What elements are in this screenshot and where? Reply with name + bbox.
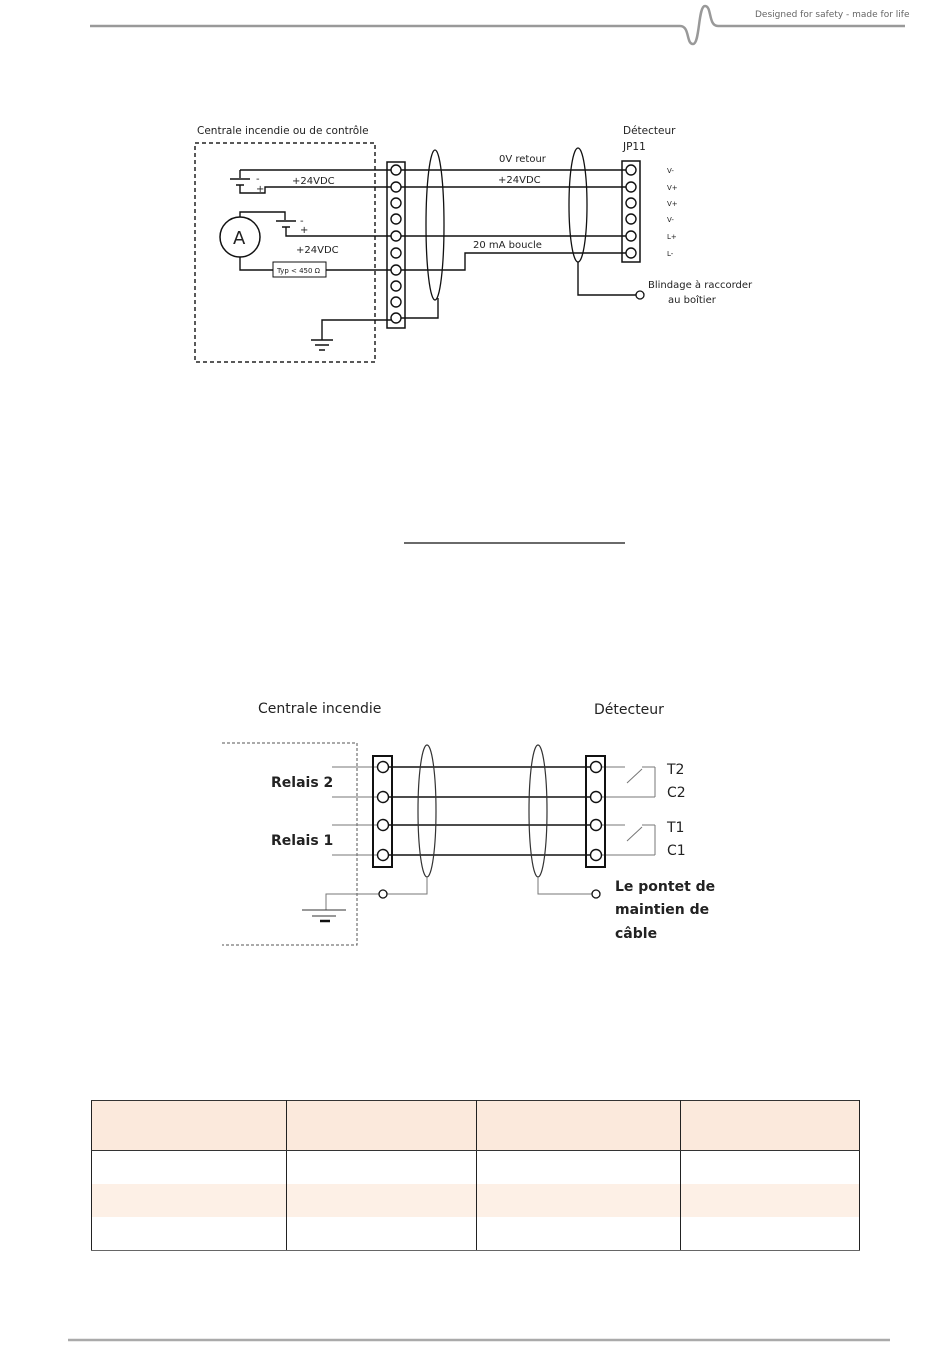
- table-row: [91, 1184, 860, 1217]
- panel-terminal-strip: [372, 755, 393, 868]
- detector-terminal-strip: [585, 755, 606, 868]
- terminal-screw: [589, 818, 603, 832]
- cable-shield: [568, 147, 588, 263]
- terminal-screw: [390, 213, 402, 225]
- terminal-label: V+: [667, 184, 678, 192]
- svg-text:Relais 1: Relais 1: [271, 833, 333, 849]
- svg-text:au boîtier: au boîtier: [668, 294, 717, 306]
- wiring-diagram-relays: Centrale incendie Détecteur Relais 2 Rel…: [222, 701, 715, 946]
- terminal-screw: [390, 280, 402, 292]
- terminal-screw: [390, 312, 402, 324]
- terminal-screw: [376, 790, 390, 804]
- svg-text:+24VDC: +24VDC: [498, 175, 541, 186]
- table-row: [91, 1150, 860, 1184]
- svg-text:Le pontet de: Le pontet de: [615, 879, 715, 895]
- header-tagline: Designed for safety - made for life: [755, 10, 910, 20]
- resistor: [272, 261, 327, 278]
- terminal-screw: [390, 230, 402, 242]
- ground-icon: [311, 339, 333, 351]
- terminal-label: V+: [667, 200, 678, 208]
- svg-text:maintien de: maintien de: [615, 902, 709, 918]
- terminal-screw: [589, 790, 603, 804]
- terminal-screw: [390, 164, 402, 176]
- panel-boundary: [222, 742, 358, 946]
- terminal-screw: [376, 760, 390, 774]
- svg-text:0V retour: 0V retour: [499, 154, 547, 165]
- svg-text:A: A: [233, 228, 246, 249]
- svg-text:+: +: [300, 225, 308, 236]
- panel-boundary: [194, 142, 376, 363]
- terminal-label: V-: [667, 167, 674, 175]
- cable-shield: [417, 744, 437, 878]
- detector-label: Détecteur: [594, 702, 664, 718]
- terminal-screw: [376, 848, 390, 862]
- empty-table: [91, 1100, 860, 1251]
- svg-text:câble: câble: [615, 926, 657, 942]
- terminal-screw: [625, 164, 637, 176]
- table-row: [91, 1217, 860, 1251]
- svg-text:C1: C1: [667, 843, 686, 859]
- terminal-screw: [589, 760, 603, 774]
- terminal-screw: [390, 181, 402, 193]
- terminal-screw: [625, 197, 637, 209]
- terminal-screw: [625, 213, 637, 225]
- detector-terminal-strip: [621, 160, 641, 263]
- cable-shield: [528, 744, 548, 878]
- ground-icon: [302, 909, 346, 917]
- terminal-screw: [390, 197, 402, 209]
- table-header-row: [91, 1100, 860, 1151]
- svg-text:-: -: [300, 216, 304, 227]
- terminal-label: L-: [667, 250, 674, 258]
- cable-shield: [425, 149, 445, 301]
- terminal-screw: [625, 230, 637, 242]
- terminal-screw: [589, 848, 603, 862]
- svg-text:Blindage à raccorder: Blindage à raccorder: [648, 279, 753, 291]
- terminal-screw: [625, 181, 637, 193]
- svg-text:Typ < 450 Ω: Typ < 450 Ω: [276, 267, 321, 275]
- svg-text:+: +: [256, 184, 264, 195]
- panel-label: Centrale incendie: [258, 701, 381, 717]
- header-wave-logo: [90, 4, 905, 46]
- svg-text:+24VDC: +24VDC: [292, 176, 335, 187]
- terminal-screw: [376, 818, 390, 832]
- svg-text:+24VDC: +24VDC: [296, 245, 339, 256]
- jumper-label: JP11: [622, 141, 646, 153]
- svg-text:T1: T1: [666, 820, 684, 836]
- terminal-screw: [390, 247, 402, 259]
- detector-label: Détecteur: [623, 125, 676, 137]
- svg-text:-: -: [256, 174, 260, 185]
- terminal-screw: [390, 296, 402, 308]
- wiring-diagram-analog: Centrale incendie ou de contrôle Détecte…: [194, 125, 753, 363]
- svg-text:T2: T2: [666, 762, 684, 778]
- terminal-label: V-: [667, 216, 674, 224]
- panel-label: Centrale incendie ou de contrôle: [197, 125, 369, 137]
- terminal-label: L+: [667, 233, 677, 241]
- terminal-screw: [625, 247, 637, 259]
- svg-text:C2: C2: [667, 785, 686, 801]
- svg-text:Relais 2: Relais 2: [271, 775, 333, 791]
- terminal-screw: [390, 264, 402, 276]
- svg-text:20 mA boucle: 20 mA boucle: [473, 240, 542, 251]
